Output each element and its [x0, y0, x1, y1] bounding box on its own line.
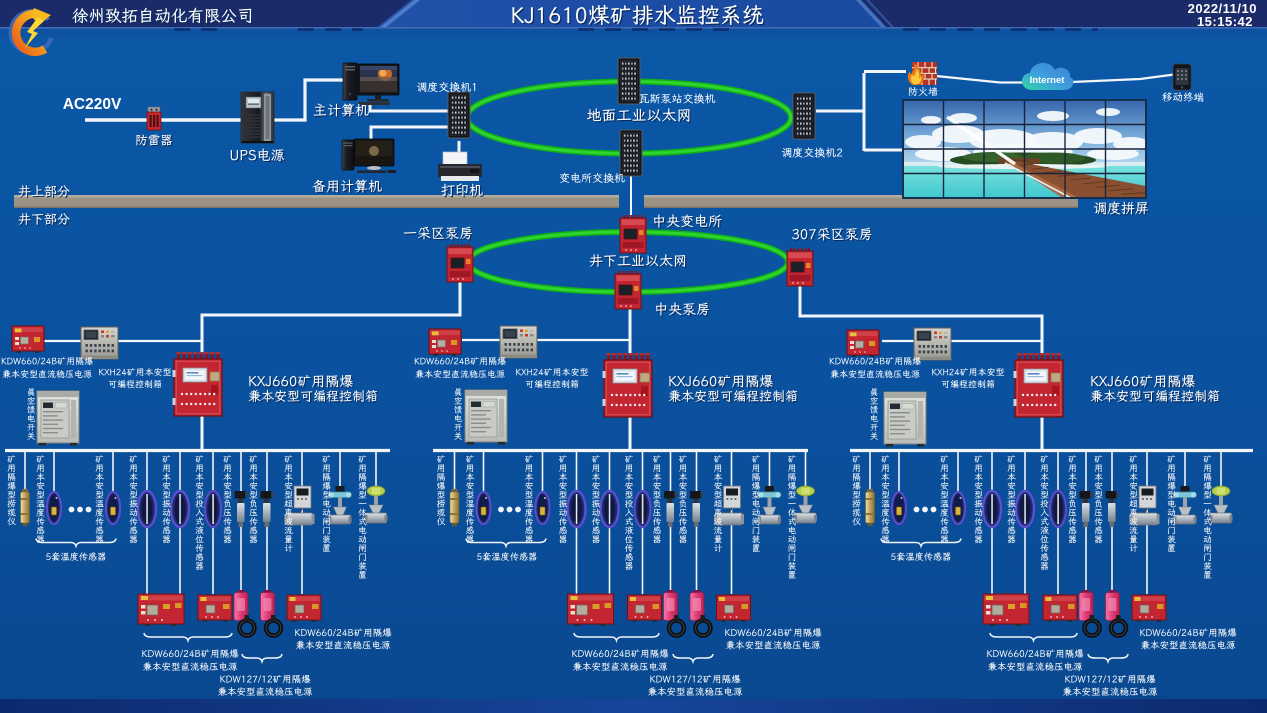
svg-text:15:15:42: 15:15:42 — [1197, 14, 1253, 29]
svg-text:Internet: Internet — [1030, 75, 1066, 86]
svg-text:AC220V: AC220V — [63, 96, 122, 113]
svg-text:2022/11/10: 2022/11/10 — [1188, 1, 1257, 16]
